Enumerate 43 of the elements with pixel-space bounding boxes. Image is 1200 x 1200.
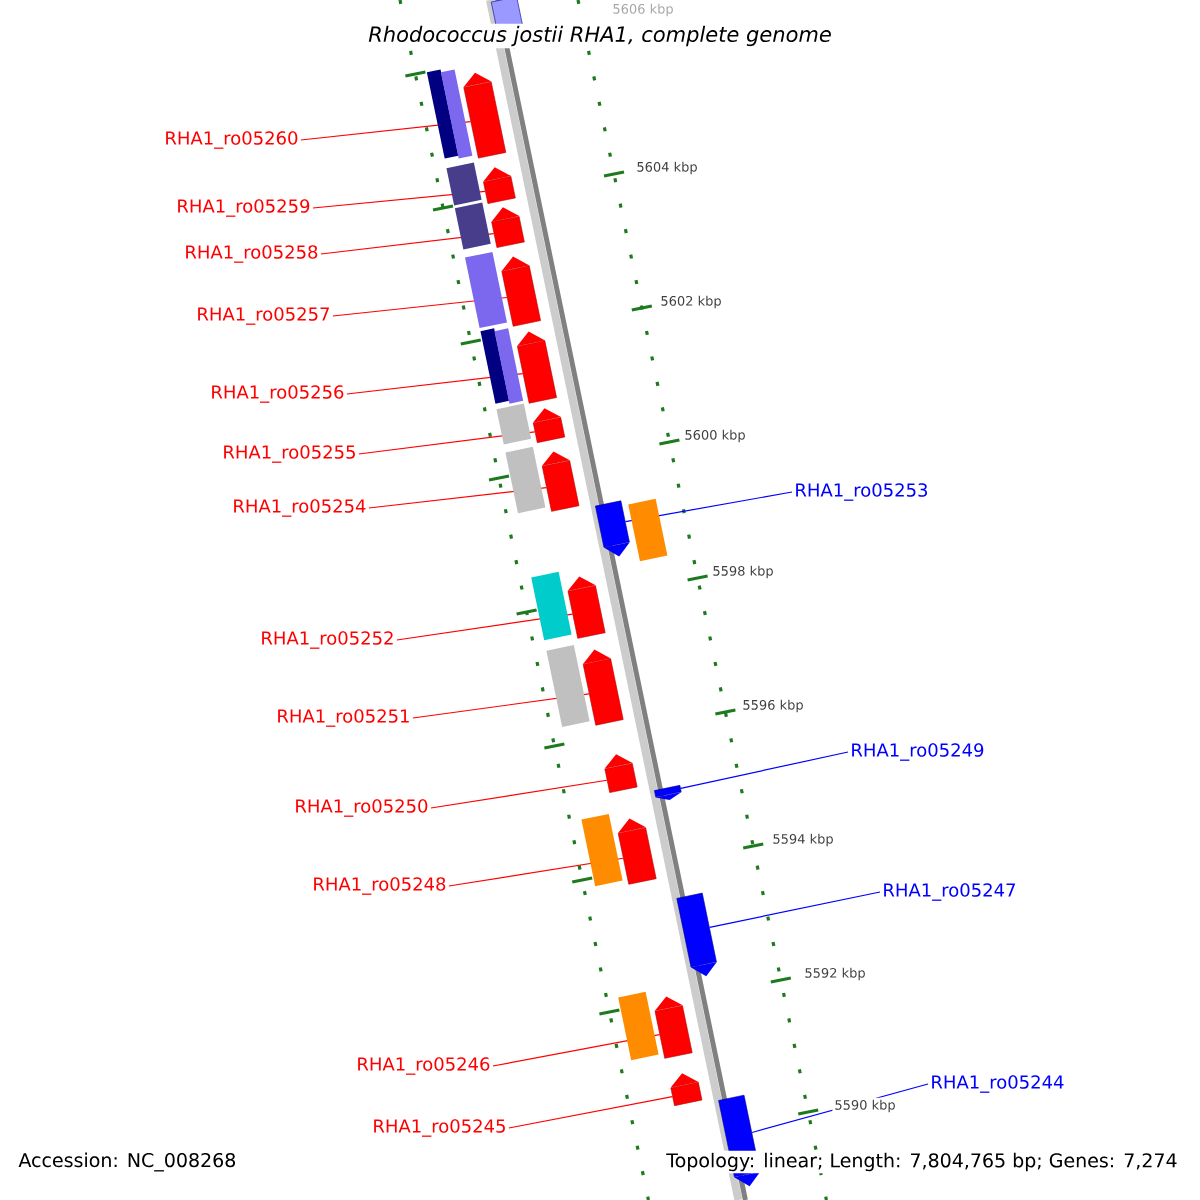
gene-feature [654, 785, 682, 801]
gene-feature [595, 500, 630, 557]
gene-feature [491, 207, 525, 248]
gene-label: RHA1_ro05255 [224, 445, 355, 463]
gene-label: RHA1_ro05256 [212, 385, 344, 403]
gene-feature [654, 996, 693, 1059]
gene-label: RHA1_ro05247 [884, 883, 1015, 901]
gene-label: RHA1_ro05246 [358, 1057, 490, 1075]
gene-label: RHA1_ro05254 [234, 499, 366, 517]
gene-label: RHA1_ro05258 [186, 245, 318, 263]
gene-label: RHA1_ro05244 [932, 1075, 1064, 1093]
gene-feature [617, 818, 657, 885]
gene-feature [676, 892, 717, 977]
leader-line [312, 190, 486, 209]
gene-feature [532, 408, 566, 443]
gene-feature [501, 256, 541, 327]
gene-feature [517, 331, 557, 404]
accession-text: Accession: NC_008268 [16, 1150, 239, 1174]
title: Rhodococcus jostii RHA1, complete genome [366, 23, 834, 49]
gene-feature [604, 754, 638, 793]
leader-line [430, 779, 608, 809]
gene-label: RHA1_ro05252 [262, 631, 393, 649]
gene-feature [567, 576, 606, 639]
gene-label: RHA1_ro05257 [198, 307, 329, 325]
gene-label: RHA1_ro05245 [374, 1119, 505, 1137]
leader-line [680, 751, 849, 789]
gene-label: RHA1_ro05251 [278, 709, 409, 727]
gene-label: RHA1_ro05260 [166, 131, 298, 149]
gene-label: RHA1_ro05248 [314, 877, 446, 895]
leader-line [320, 233, 495, 255]
gene-label: RHA1_ro05259 [178, 199, 310, 217]
gene-feature [483, 167, 516, 204]
gene-label: RHA1_ro05253 [796, 483, 928, 501]
gene-feature [541, 451, 580, 512]
leader-line [709, 891, 881, 928]
genome-info-text: Topology: linear; Length: 7,804,765 bp; Genes: 7,274 [664, 1150, 1180, 1174]
gene-feature [582, 649, 624, 726]
gene-feature [670, 1073, 703, 1106]
leader-line [358, 431, 536, 455]
gene-label: RHA1_ro05250 [296, 799, 428, 817]
gene-feature [463, 72, 507, 159]
leader-line [508, 1096, 673, 1129]
gene-label: RHA1_ro05249 [852, 743, 984, 761]
